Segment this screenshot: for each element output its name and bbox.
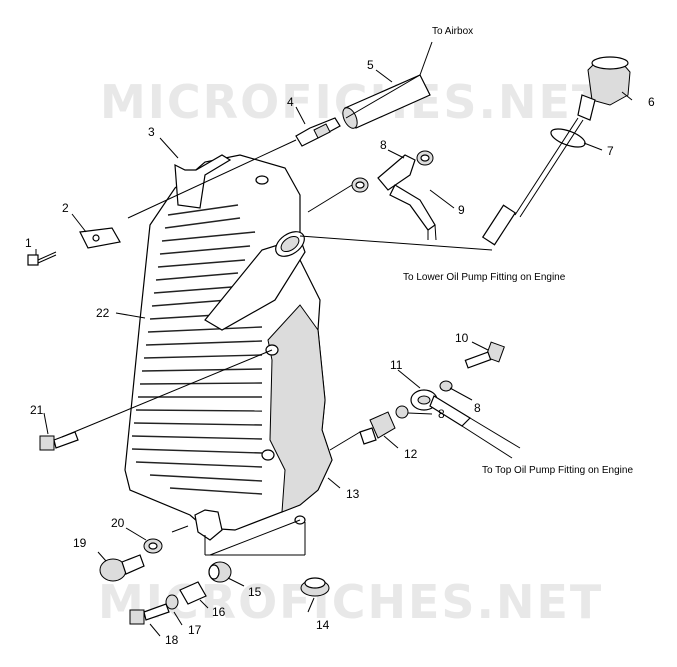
- callout-13: 13: [346, 487, 360, 501]
- callout-14: 14: [316, 618, 330, 632]
- callout-15: 15: [248, 585, 262, 599]
- callout-9: 9: [458, 203, 465, 217]
- banjo-fitting-part-11: [410, 389, 521, 459]
- callout-1: 1: [25, 236, 32, 250]
- tank-bracket: [174, 154, 232, 209]
- callout-12: 12: [404, 447, 418, 461]
- callout-8-lower: 8: [438, 407, 445, 421]
- bolt-part-21: [39, 431, 79, 451]
- callout-8-upper: 8: [380, 138, 387, 152]
- callout-6: 6: [648, 95, 655, 109]
- oil-tank: [124, 154, 333, 541]
- banjo-bolt-part-10: [464, 341, 505, 369]
- callout-11: 11: [390, 358, 403, 372]
- note-to-airbox: To Airbox: [432, 26, 473, 37]
- dipstick: [514, 117, 579, 216]
- washer-part-8-lower-a: [439, 380, 453, 392]
- grommet-part-15: [208, 561, 232, 583]
- callout-8-middle: 8: [474, 401, 481, 415]
- callout-5: 5: [367, 58, 374, 72]
- filler-cap-part-6: [577, 56, 631, 121]
- vent-fitting-part-4: [295, 117, 341, 147]
- washer-part-8-lower-b: [395, 405, 409, 419]
- callout-18: 18: [165, 633, 179, 647]
- outlet-fitting-part-12: [359, 411, 396, 445]
- note-to-top-oil-pump: To Top Oil Pump Fitting on Engine: [482, 465, 633, 476]
- note-to-lower-oil-pump: To Lower Oil Pump Fitting on Engine: [403, 272, 566, 283]
- callout-20: 20: [111, 516, 125, 530]
- callout-4: 4: [287, 95, 294, 109]
- watermark-bottom: MICROFICHES.NET: [98, 575, 603, 629]
- bolt-part-18: [129, 603, 170, 625]
- tank-ribs: [131, 204, 263, 495]
- callout-22: 22: [96, 306, 110, 320]
- o-ring-part-7: [550, 128, 586, 148]
- callout-2: 2: [62, 201, 69, 215]
- flange-bolt-part-19: [99, 554, 145, 582]
- leader-lines: [35, 41, 633, 637]
- spacer-part-16: [179, 581, 207, 605]
- callout-3: 3: [148, 125, 155, 139]
- callout-21: 21: [30, 403, 44, 417]
- vent-hose-part-5: [342, 74, 431, 129]
- callout-10: 10: [455, 331, 469, 345]
- clip-part-2: [79, 227, 121, 249]
- washer-part-17: [165, 594, 179, 610]
- callout-16: 16: [212, 605, 226, 619]
- hose-fitting-part-9: [377, 154, 437, 241]
- callout-17: 17: [188, 623, 202, 637]
- screw-part-1: [27, 251, 57, 266]
- grommet-part-14: [300, 577, 330, 597]
- callout-19: 19: [73, 536, 87, 550]
- callout-7: 7: [607, 144, 614, 158]
